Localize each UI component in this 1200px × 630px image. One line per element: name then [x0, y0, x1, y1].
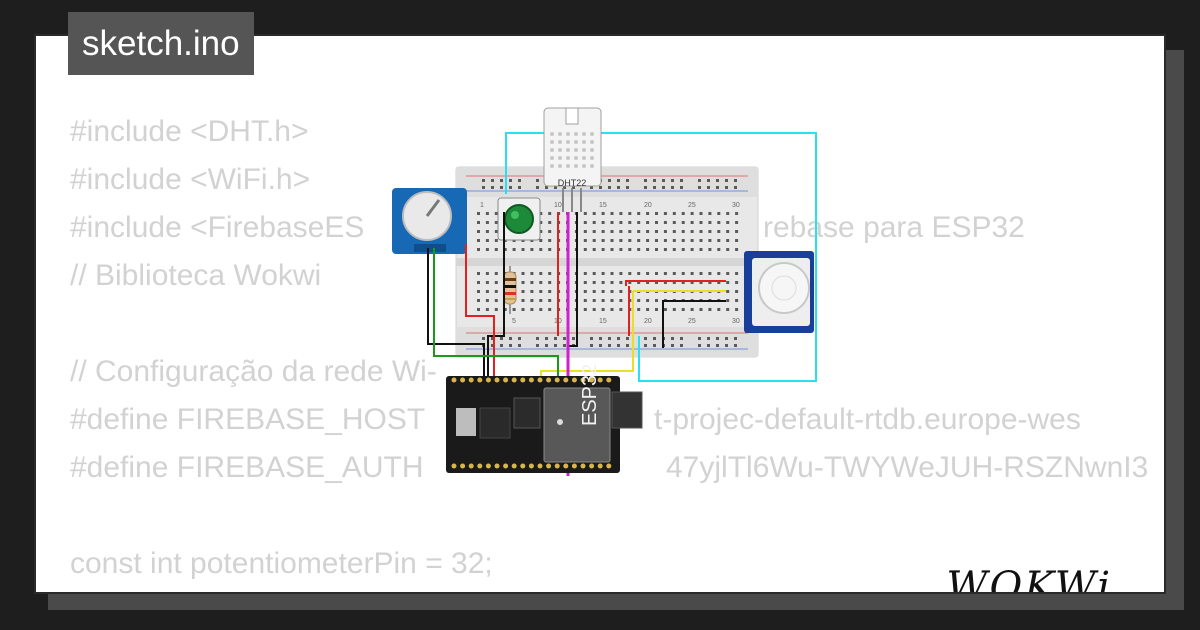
pushbutton [497, 197, 541, 241]
wire-red [465, 244, 495, 381]
esp32-board: ESP32 [446, 364, 643, 473]
code-line: #include <WiFi.h> [70, 163, 311, 196]
wire-black [662, 300, 726, 348]
wire-cyan [505, 132, 817, 382]
pir-motion-sensor [744, 251, 814, 333]
file-tab: sketch.ino [68, 12, 254, 75]
potentiometer [392, 188, 467, 254]
code-line: // Biblioteca Wokwi [70, 259, 322, 292]
code-line: #include <FirebaseES [70, 211, 365, 244]
code-listing: #include <DHT.h> #include <WiFi.h> #includ… [70, 108, 493, 592]
bb-col-label: 1 [480, 202, 484, 209]
bb-col-label: 20 [644, 202, 652, 209]
dht22-sensor: DHT22 [543, 107, 602, 212]
code-fragment: 47yjlTl6Wu-TWYWeJUH-RSZNwnI3 [666, 451, 1149, 484]
code-fragment: t-projec-default-rtdb.europe-wes [654, 403, 1081, 436]
bb-col-label: 10 [554, 202, 562, 209]
wire-black [427, 248, 485, 381]
code-line: #define FIREBASE_HOST [70, 403, 426, 436]
breadboard: 1 5 10 15 20 25 30 5 10 15 20 25 30 [455, 166, 759, 358]
bb-col-label: 5 [512, 318, 516, 325]
code-line: // Configuração da rede Wi- [70, 355, 437, 388]
bb-col-label: 25 [688, 318, 696, 325]
code-line: const int potentiometerPin = 32; [70, 547, 493, 580]
bb-col-label: 30 [732, 202, 740, 209]
bb-col-label: 20 [644, 318, 652, 325]
bb-col-label: 15 [599, 318, 607, 325]
esp-label: ESP32 [579, 364, 601, 426]
bb-col-label: 30 [732, 318, 740, 325]
wire-red [625, 280, 726, 286]
wire-green [433, 248, 559, 381]
preview-card: #include <DHT.h> #include <WiFi.h> #includ… [34, 34, 1166, 594]
code-fragment: rebase para ESP32 [763, 211, 1025, 244]
code-line: #define FIREBASE_AUTH [70, 451, 424, 484]
bb-col-label: 15 [599, 202, 607, 209]
wire-black [487, 212, 505, 381]
wokwi-logo: WOKWi [946, 564, 1112, 594]
circuit-diagram: 1 5 10 15 20 25 30 5 10 15 20 25 30 DHT2… [392, 107, 817, 476]
resistor [503, 266, 517, 314]
dht-label: DHT22 [558, 178, 587, 188]
code-line: #include <DHT.h> [70, 115, 309, 148]
wire-black [569, 212, 578, 347]
bb-col-label: 25 [688, 202, 696, 209]
